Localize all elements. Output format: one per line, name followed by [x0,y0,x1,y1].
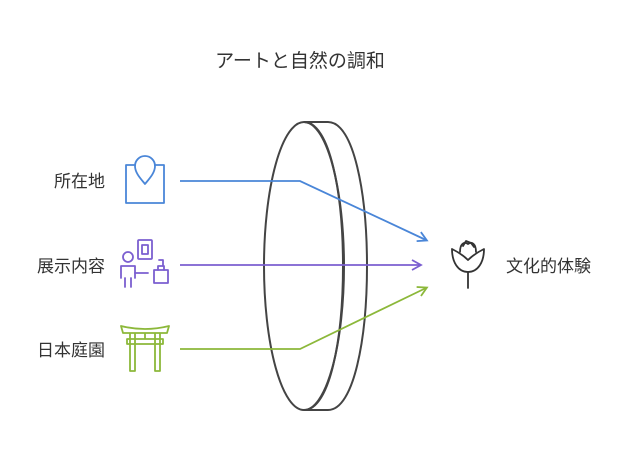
gallery-visitor-icon [120,239,169,288]
map-pin-icon [125,155,165,204]
connector-location [180,180,429,243]
output-label: 文化的体験 [506,257,591,277]
rose-icon [451,240,485,289]
input-label-exhibits: 展示内容 [37,257,105,277]
diagram-title: アートと自然の調和 [215,50,385,72]
torii-gate-icon [120,325,170,372]
lens-icon [263,121,368,411]
connector-garden [180,286,429,350]
input-label-garden: 日本庭園 [37,341,105,361]
input-label-location: 所在地 [54,172,105,192]
